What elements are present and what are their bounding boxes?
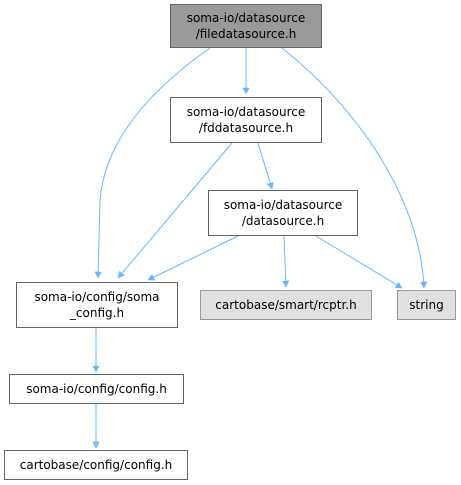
node-carto-config[interactable]: cartobase/config/config.h <box>4 450 188 480</box>
node-rcptr[interactable]: cartobase/smart/rcptr.h <box>200 290 372 320</box>
node-datasource-line1: soma-io/datasource <box>223 198 343 212</box>
edge-datasource-string <box>315 235 403 289</box>
edge-datasource-rcptr <box>282 235 290 288</box>
node-fddatasource[interactable]: soma-io/datasource /fddatasource.h <box>170 97 322 143</box>
node-string-label: string <box>409 298 444 312</box>
node-datasource[interactable]: soma-io/datasource /datasource.h <box>208 190 358 236</box>
edge-filedatasource-soma-config <box>94 47 211 279</box>
edge-fddatasource-datasource <box>257 142 274 190</box>
node-datasource-line2: /datasource.h <box>241 214 325 228</box>
node-fddatasource-line2: /fddatasource.h <box>198 121 294 135</box>
node-filedatasource-line2: /filedatasource.h <box>195 27 297 41</box>
node-string[interactable]: string <box>397 290 456 320</box>
node-soma-config-line2: _config.h <box>69 306 125 320</box>
node-filedatasource[interactable]: soma-io/datasource /filedatasource.h <box>170 4 322 48</box>
node-carto-config-label: cartobase/config/config.h <box>19 458 173 472</box>
node-fddatasource-line1: soma-io/datasource <box>186 105 306 119</box>
node-soma-config[interactable]: soma-io/config/soma _config.h <box>16 282 178 328</box>
edge-filedatasource-string <box>281 47 428 289</box>
node-filedatasource-line1: soma-io/datasource <box>186 11 306 25</box>
node-config[interactable]: soma-io/config/config.h <box>9 374 184 404</box>
node-rcptr-label: cartobase/smart/rcptr.h <box>215 298 357 312</box>
edge-datasource-soma-config <box>147 235 239 281</box>
node-soma-config-line1: soma-io/config/soma <box>34 290 160 304</box>
node-config-label: soma-io/config/config.h <box>26 382 167 396</box>
